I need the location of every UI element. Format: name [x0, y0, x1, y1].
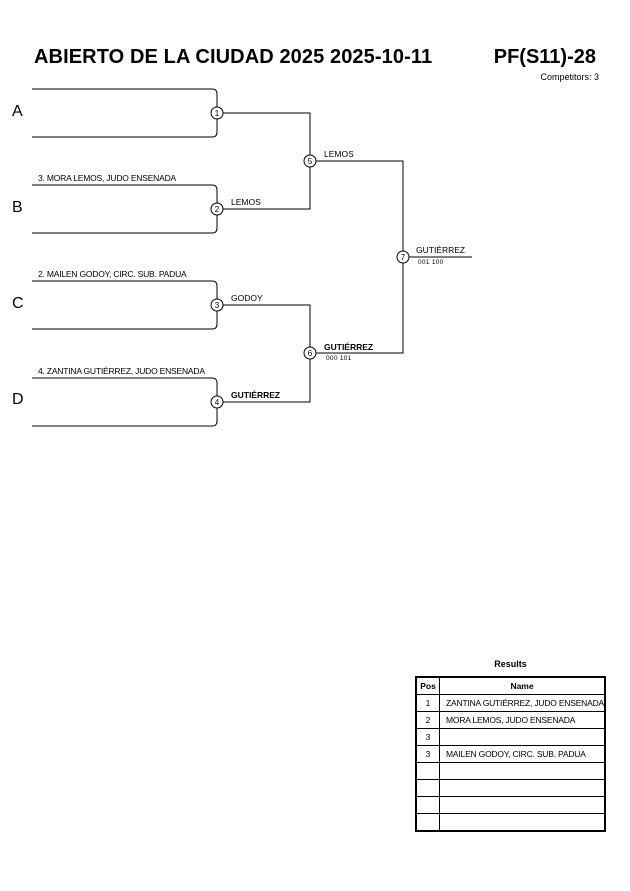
results-pos: 2	[415, 711, 441, 729]
athlete-entry-b: 3. MORA LEMOS, JUDO ENSENADA	[38, 173, 176, 183]
results-header-row: Pos Name	[415, 676, 606, 695]
results-name: MORA LEMOS, JUDO ENSENADA	[439, 711, 606, 729]
pool-label-b: B	[12, 199, 23, 216]
pool-label-a: A	[12, 103, 23, 120]
match-7-winner: GUTIÉRREZ	[416, 245, 466, 255]
results-row: 2 MORA LEMOS, JUDO ENSENADA	[415, 711, 606, 729]
results-row: 3 MAILEN GODOY, CIRC. SUB. PADUA	[415, 745, 606, 763]
match-5-winner: LEMOS	[324, 149, 354, 159]
athlete-entry-c: 2. MAILEN GODOY, CIRC. SUB. PADUA	[38, 269, 187, 279]
results-header-pos: Pos	[415, 676, 441, 695]
results-row	[415, 813, 606, 832]
match-number-7: 7	[401, 253, 406, 262]
match-number-2: 2	[215, 205, 220, 214]
pool-label-c: C	[12, 295, 24, 312]
match-7-score: 001 100	[418, 259, 444, 266]
match-number-4: 4	[215, 398, 220, 407]
results-name	[439, 779, 606, 797]
match-circle-5: 5	[303, 154, 317, 168]
results-pos	[415, 779, 441, 797]
results-pos	[415, 796, 441, 814]
results-pos	[415, 813, 441, 832]
results-pos: 1	[415, 694, 441, 712]
match-number-3: 3	[215, 301, 220, 310]
results-name	[439, 762, 606, 780]
results-row	[415, 796, 606, 814]
results-row	[415, 779, 606, 797]
category-code: PF(S11)-28	[493, 46, 596, 68]
results-name: ZANTINA GUTIÉRREZ, JUDO ENSENADA	[439, 694, 606, 712]
event-title: ABIERTO DE LA CIUDAD 2025 2025-10-11	[34, 46, 433, 68]
results-pos: 3	[415, 728, 441, 746]
match-number-1: 1	[215, 109, 220, 118]
results-name	[439, 813, 606, 832]
match-number-5: 5	[308, 157, 313, 166]
match-6-winner: GUTIÉRREZ	[324, 342, 374, 352]
competitors-count: Competitors: 3	[540, 72, 599, 82]
match-3-winner: GODOY	[231, 293, 263, 303]
results-name	[439, 728, 606, 746]
results-name: MAILEN GODOY, CIRC. SUB. PADUA	[439, 745, 606, 763]
results-pos: 3	[415, 745, 441, 763]
match-circle-6: 6	[303, 346, 317, 360]
match-circle-3: 3	[210, 298, 224, 312]
match-2-winner: LEMOS	[231, 197, 261, 207]
match-number-6: 6	[308, 349, 313, 358]
bracket-pool-b	[32, 184, 218, 234]
results-pos	[415, 762, 441, 780]
bracket-pool-a	[32, 88, 218, 138]
match-6-score: 000 101	[326, 355, 352, 362]
results-title: Results	[494, 659, 527, 669]
match-circle-7: 7	[396, 250, 410, 264]
match-circle-4: 4	[210, 395, 224, 409]
bracket-pool-c	[32, 280, 218, 330]
results-name	[439, 796, 606, 814]
pool-label-d: D	[12, 391, 24, 408]
results-header-name: Name	[439, 676, 606, 695]
bracket-pool-d	[32, 377, 218, 427]
results-table: Pos Name 1 ZANTINA GUTIÉRREZ, JUDO ENSEN…	[415, 676, 606, 832]
results-row	[415, 762, 606, 780]
match-4-winner: GUTIÉRREZ	[231, 390, 281, 400]
results-row: 3	[415, 728, 606, 746]
match-circle-1: 1	[210, 106, 224, 120]
athlete-entry-d: 4. ZANTINA GUTIÉRREZ, JUDO ENSENADA	[38, 366, 205, 376]
match-circle-2: 2	[210, 202, 224, 216]
results-row: 1 ZANTINA GUTIÉRREZ, JUDO ENSENADA	[415, 694, 606, 712]
